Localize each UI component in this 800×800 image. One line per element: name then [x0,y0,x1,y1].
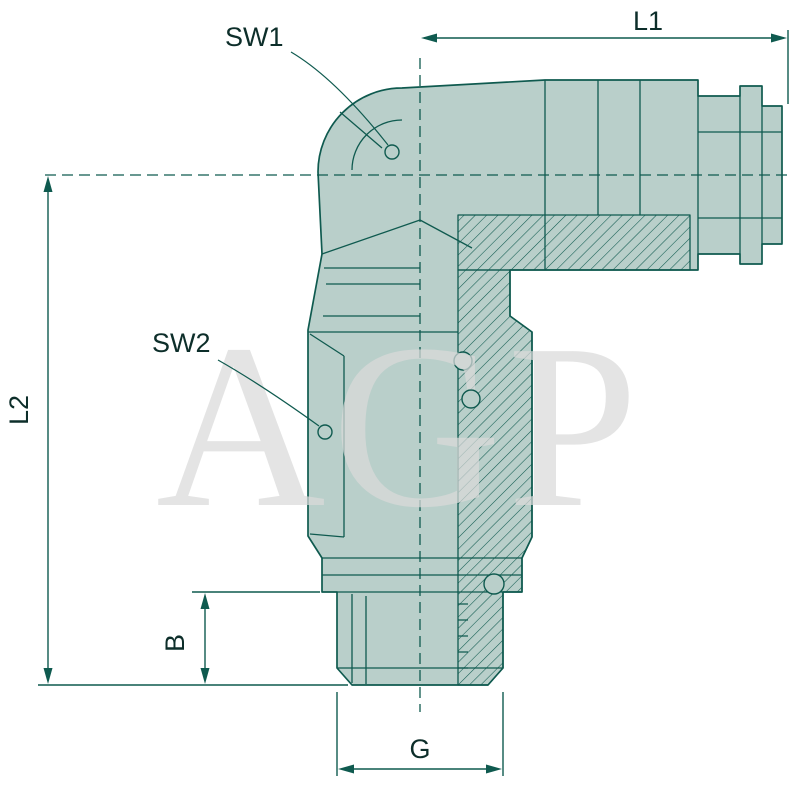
sw2-label: SW2 [152,328,211,358]
sw1-label: SW1 [225,22,284,52]
elbow-facet-lines [321,111,473,255]
b-arrowhead-bottom [200,668,210,684]
callout-sw2: SW2 [152,328,320,427]
b-label: B [160,634,190,652]
g-label: G [409,734,430,764]
sw1-reference-point [384,144,400,160]
body-section-hatch [457,269,533,686]
l1-label: L1 [633,6,663,36]
connector-section-hatch [457,214,691,271]
l1-arrowhead-right [771,33,787,43]
sw2-reference-point [317,424,333,440]
neck-collar-lines [308,267,458,333]
sw2-leader-line [217,359,320,427]
callout-sw1: SW1 [225,22,389,146]
g-arrowhead-right [486,764,502,774]
o-ring-upper [453,351,473,371]
watermark: AGP [156,296,644,556]
l1-arrowhead-left [421,33,437,43]
l2-label: L2 [4,395,34,425]
seal-ball [483,573,505,595]
fitting-body [307,79,783,686]
l2-arrowhead-top [43,176,53,192]
g-arrowhead-left [338,764,354,774]
o-ring-lower [461,389,481,409]
dimension-l2: L2 [4,176,348,686]
sw1-leader-line [290,51,389,146]
hex-facet-lines [309,333,522,576]
thread-tick-lines [458,603,468,669]
dimension-g: G [336,692,504,776]
dimension-b: B [160,591,320,684]
dimension-l1: L1 [421,6,789,104]
b-arrowhead-top [200,593,210,609]
l2-arrowhead-bottom [43,668,53,684]
